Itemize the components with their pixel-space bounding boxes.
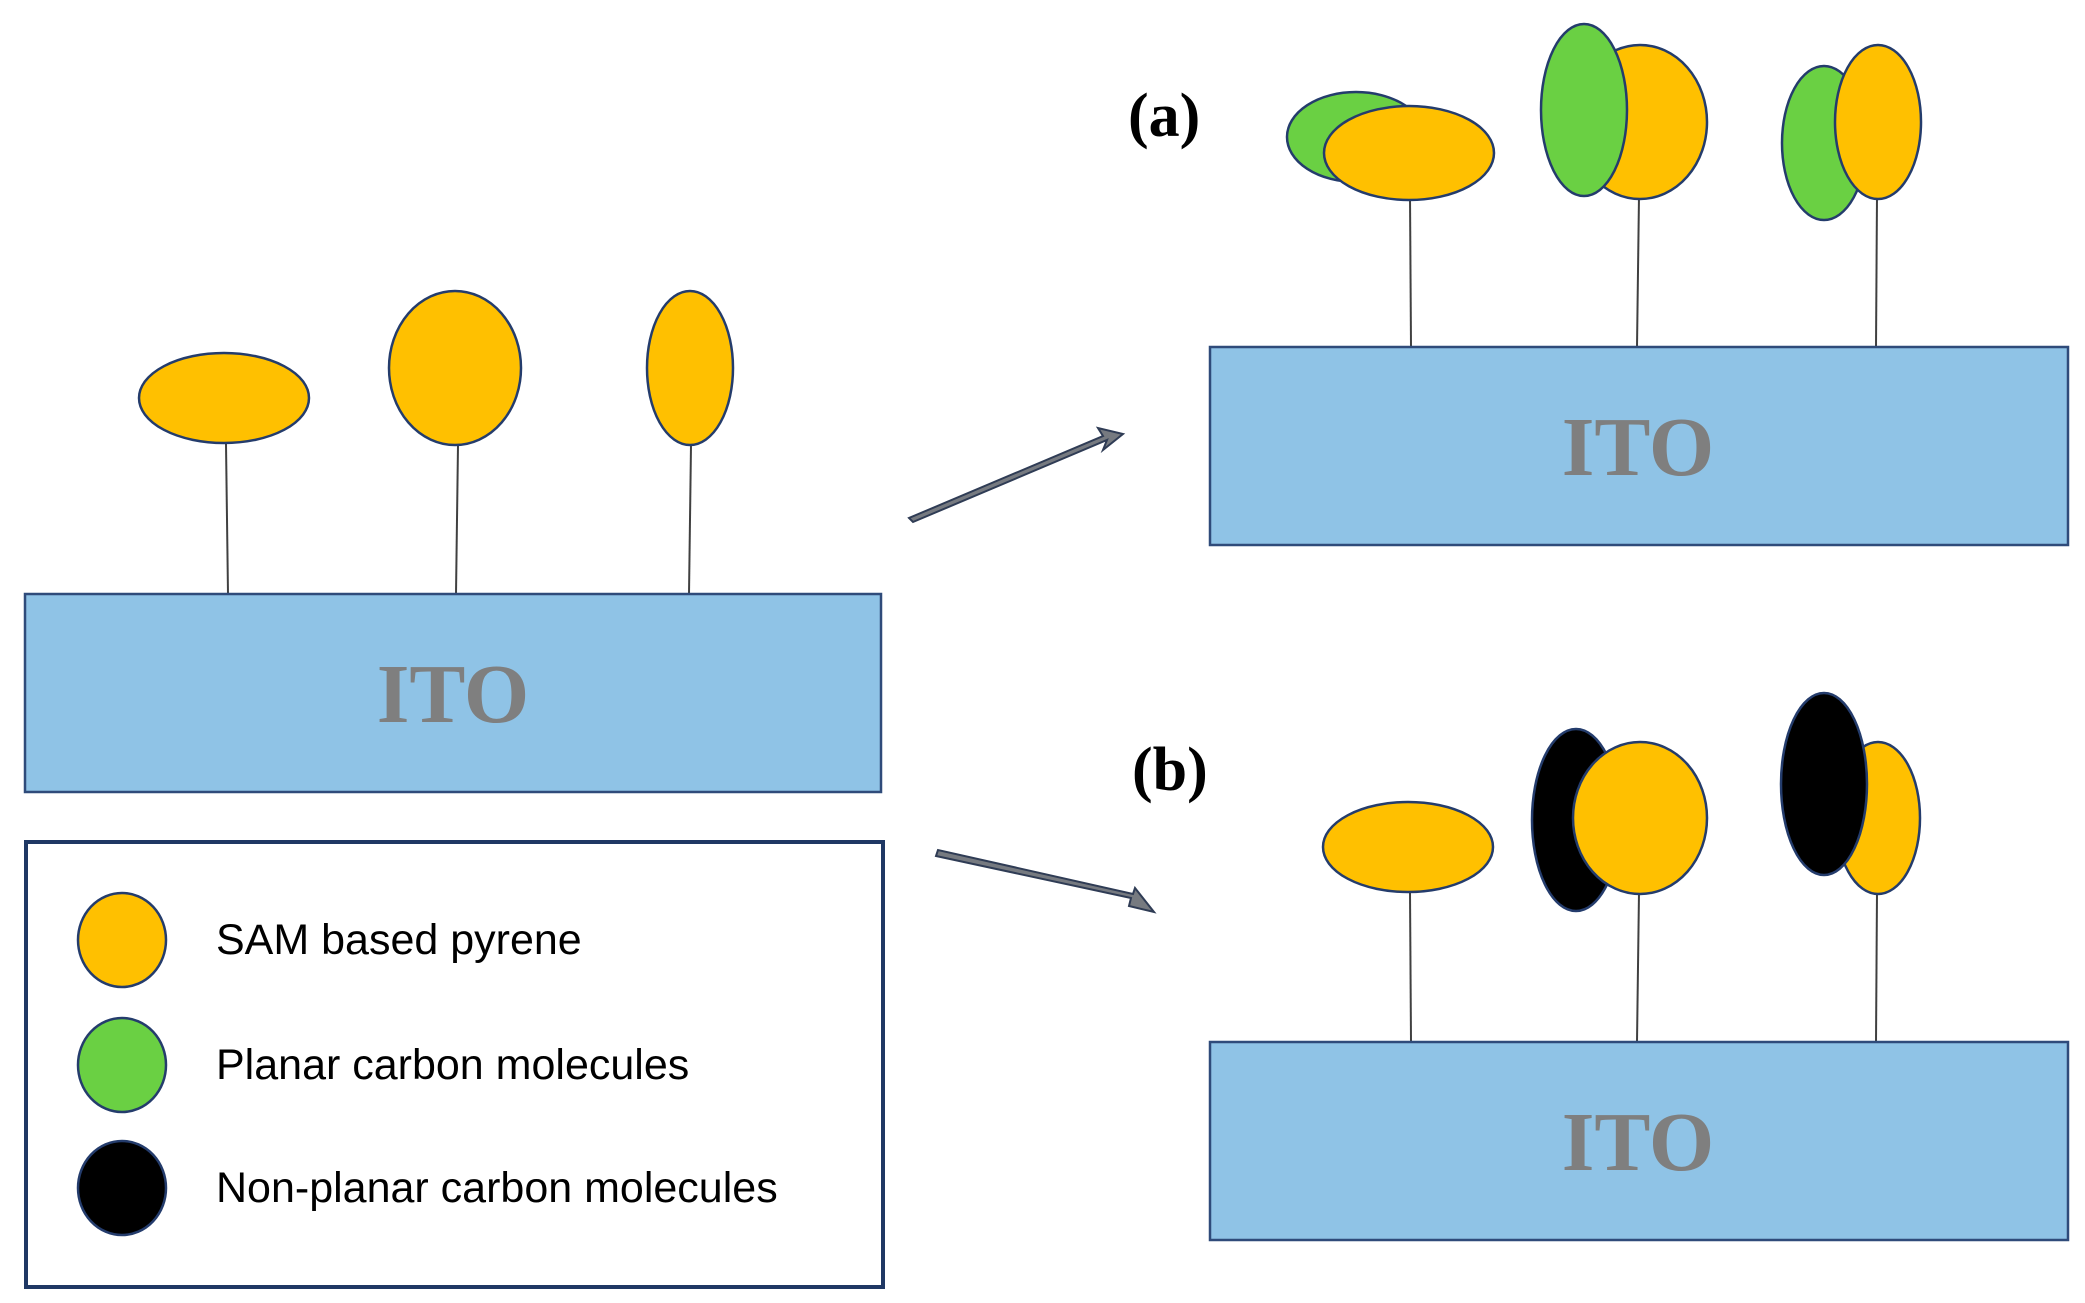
legend-label-non-planar: Non-planar carbon molecules: [216, 1164, 778, 1212]
pyrene-round: [387, 289, 523, 447]
legend-swatch-planar: [76, 1016, 168, 1114]
pyrene-upright: [645, 289, 735, 447]
pyrene-flat: [137, 351, 311, 445]
panel-a-group: (a) ITO: [1128, 22, 2070, 547]
pyrene-b2: [1571, 740, 1709, 896]
legend-swatch-non-planar: [76, 1139, 168, 1237]
ito-substrate-left: [23, 592, 883, 794]
legend-box: [24, 840, 885, 1289]
linker-a1: [1409, 195, 1412, 348]
ito-label-a: ITO: [1562, 401, 1715, 494]
linker-a3: [1875, 195, 1878, 348]
legend: SAM based pyrene Planar carbon molecules…: [24, 840, 885, 1289]
linker-a2: [1636, 195, 1640, 348]
linker-3: [688, 444, 692, 595]
arrow-to-b: [934, 848, 1157, 914]
ito-substrate-b: [1208, 1040, 2070, 1242]
ito-label-b: ITO: [1562, 1096, 1715, 1189]
pyrene-a1: [1322, 104, 1496, 202]
arrow-to-a: [907, 426, 1126, 524]
planar-carbon-a2: [1539, 22, 1629, 198]
panel-b-label: (b): [1132, 736, 1208, 804]
legend-swatch-pyrene: [76, 891, 168, 989]
linker-b3: [1875, 891, 1878, 1043]
ito-substrate-a: [1208, 345, 2070, 547]
pyrene-b1: [1321, 800, 1495, 894]
legend-label-planar: Planar carbon molecules: [216, 1041, 689, 1089]
linker-b2: [1636, 891, 1640, 1043]
legend-label-pyrene: SAM based pyrene: [216, 916, 582, 964]
linker-b1: [1409, 891, 1412, 1043]
panel-b-group: (b) ITO: [1132, 691, 2070, 1242]
panel-a-label: (a): [1128, 82, 1200, 150]
non-planar-carbon-b3: [1779, 691, 1869, 877]
ito-label-left: ITO: [377, 648, 530, 741]
initial-sam-group: ITO: [23, 289, 883, 794]
linker-2: [455, 444, 459, 595]
pyrene-a3: [1833, 43, 1923, 201]
linker-1: [225, 443, 229, 595]
